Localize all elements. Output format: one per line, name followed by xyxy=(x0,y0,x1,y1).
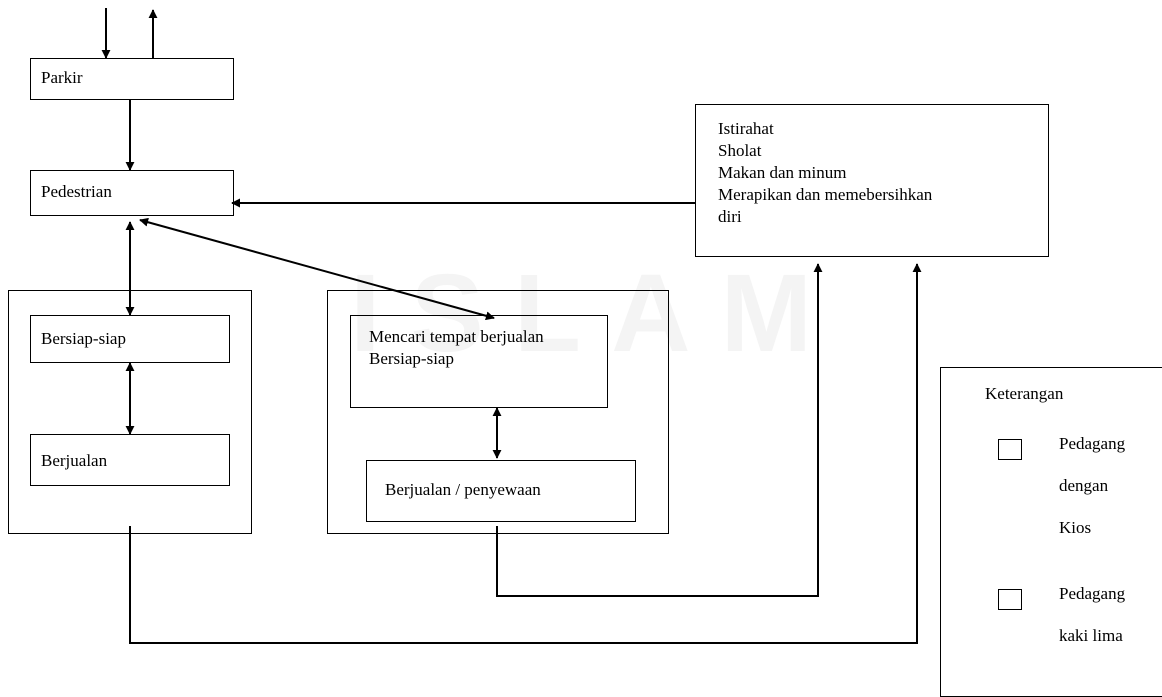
legend-swatch-kios xyxy=(998,439,1022,460)
mid-search-label: Mencari tempat berjualan Bersiap-siap xyxy=(369,327,544,368)
legend-title: Keterangan xyxy=(985,384,1064,403)
left-sell-box: Berjualan xyxy=(30,434,230,486)
activities-box: Istirahat Sholat Makan dan minum Merapik… xyxy=(695,104,1049,257)
left-sell-to-activities-loop xyxy=(129,263,922,644)
parkir-box: Parkir xyxy=(30,58,234,100)
pedestrian-mid-search-arrow xyxy=(139,217,495,321)
left-prepare-label: Bersiap-siap xyxy=(41,329,126,348)
left-prepare-box: Bersiap-siap xyxy=(30,315,230,363)
parkir-label: Parkir xyxy=(41,68,83,87)
left-group-box xyxy=(8,290,252,534)
left-sell-label: Berjualan xyxy=(41,451,108,470)
activities-label: Istirahat Sholat Makan dan minum Merapik… xyxy=(718,119,933,226)
mid-sell-label: Berjualan / penyewaan xyxy=(385,480,541,499)
pedestrian-label: Pedestrian xyxy=(41,182,112,201)
legend-label-kaki-lima: Pedagang kaki lima xyxy=(1059,584,1126,645)
mid-group-box xyxy=(327,290,669,534)
mid-sell-box: Berjualan / penyewaan xyxy=(366,460,636,522)
pedestrian-box: Pedestrian xyxy=(30,170,234,216)
legend-box: Keterangan Pedagang dengan Kios Pedagang… xyxy=(940,367,1162,697)
legend-swatch-kaki-lima xyxy=(998,589,1022,610)
mid-sell-to-activities-loop xyxy=(496,263,823,597)
mid-search-box: Mencari tempat berjualan Bersiap-siap xyxy=(350,315,608,408)
legend-label-kios: Pedagang dengan Kios xyxy=(1059,434,1126,537)
